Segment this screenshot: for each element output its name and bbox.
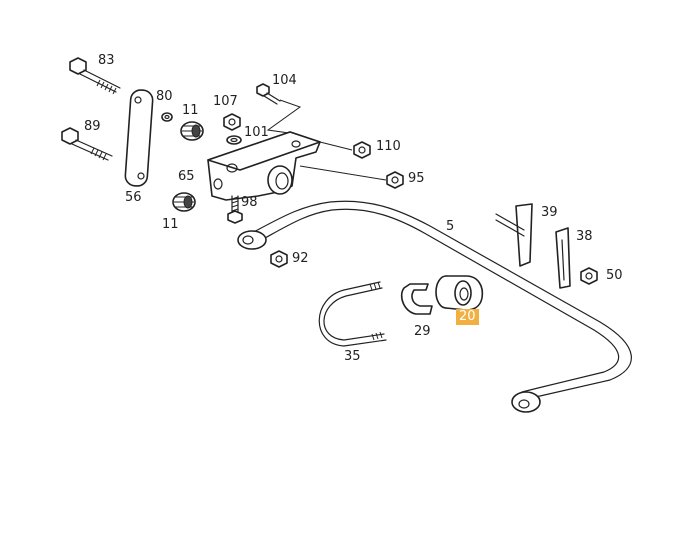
callout-89[interactable]: 89	[84, 119, 101, 134]
callout-65[interactable]: 65	[178, 169, 195, 184]
callout-101[interactable]: 101	[244, 125, 269, 140]
bushing-11-lower[interactable]	[172, 192, 196, 212]
callout-11-upper[interactable]: 11	[182, 103, 199, 118]
bolt-104[interactable]	[256, 83, 302, 135]
nut-50[interactable]	[580, 267, 598, 285]
callout-92[interactable]: 92	[292, 251, 309, 266]
callout-39[interactable]: 39	[541, 205, 558, 220]
callout-20-highlighted[interactable]: 20	[456, 309, 479, 325]
callout-35[interactable]: 35	[344, 349, 361, 364]
bolt-98[interactable]	[227, 195, 243, 224]
nut-95[interactable]	[386, 171, 404, 189]
bracket-39[interactable]	[495, 203, 533, 267]
callout-50[interactable]: 50	[606, 268, 623, 283]
nut-110[interactable]	[353, 141, 371, 159]
clamp-29[interactable]	[400, 283, 433, 315]
callout-29[interactable]: 29	[414, 324, 431, 339]
callout-5[interactable]: 5	[446, 219, 455, 234]
link-plate-56[interactable]	[124, 89, 154, 187]
callout-104[interactable]: 104	[272, 73, 297, 88]
callout-95[interactable]: 95	[408, 171, 425, 186]
bushing-11-upper[interactable]	[180, 121, 204, 141]
rubber-mount-20[interactable]	[435, 275, 484, 311]
callout-80[interactable]: 80	[156, 89, 173, 104]
callout-98[interactable]: 98	[241, 195, 258, 210]
nut-92[interactable]	[270, 250, 288, 268]
u-bolt-35[interactable]	[318, 281, 387, 347]
bolt-89[interactable]	[61, 127, 113, 161]
clip-38[interactable]	[555, 227, 571, 289]
callout-83[interactable]: 83	[98, 53, 115, 68]
bracket[interactable]	[207, 131, 387, 201]
callout-110[interactable]: 110	[376, 139, 401, 154]
bolt-83[interactable]	[69, 57, 121, 95]
callout-56[interactable]: 56	[125, 190, 142, 205]
callout-11-lower[interactable]: 11	[162, 217, 179, 232]
nut-107[interactable]	[223, 113, 241, 131]
washer-80[interactable]	[161, 112, 173, 122]
stabilizer-bar-5[interactable]	[237, 200, 632, 413]
callout-38[interactable]: 38	[576, 229, 593, 244]
washer-101[interactable]	[226, 135, 242, 145]
callout-107[interactable]: 107	[213, 94, 238, 109]
